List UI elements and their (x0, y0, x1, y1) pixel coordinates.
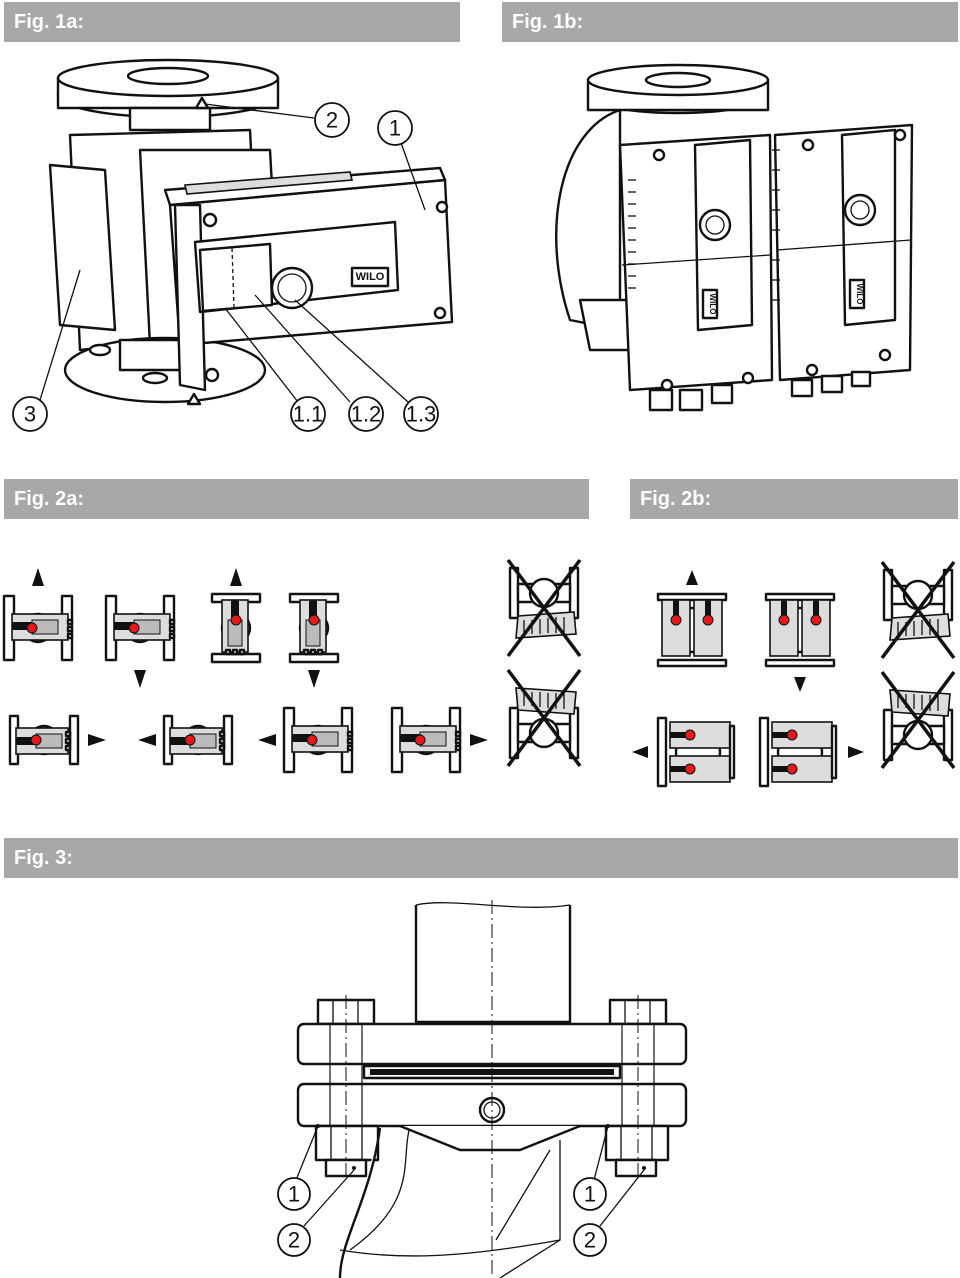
callout-3: 3 (12, 396, 48, 432)
arrow-right-icon (470, 734, 488, 746)
fig3-header: Fig. 3: (4, 838, 958, 878)
callout-label: 1 (288, 1182, 300, 1207)
fig1a-header: Fig. 1a: (4, 2, 460, 42)
fig1b-double-pump-drawing: WILO WILO (555, 63, 914, 412)
callout-label: 1 (389, 116, 401, 141)
arrow-left-icon (138, 734, 156, 746)
fig1b-header: Fig. 1b: (502, 2, 958, 42)
callout-label: 2 (288, 1228, 300, 1253)
arrow-up-icon (230, 568, 242, 586)
callout-label: 1.2 (351, 402, 382, 427)
callout-label: 2 (584, 1228, 596, 1253)
fig1a-pump-drawing: WILO (39, 58, 454, 406)
dposition-4 (758, 716, 838, 788)
dposition-forbidden-2 (880, 670, 956, 770)
fig1b-title: Fig. 1b: (512, 11, 584, 33)
position-a4 (288, 592, 340, 664)
position-a2 (104, 594, 176, 662)
callout-1-2: 1.2 (348, 396, 384, 432)
fig2a-title: Fig. 2a: (14, 488, 85, 510)
callout-label: 1 (584, 1182, 596, 1207)
fig2a-header: Fig. 2a: (4, 479, 589, 519)
dposition-1 (656, 592, 728, 668)
fig2b-title: Fig. 2b: (640, 488, 712, 510)
fig2b-mounting-positions (632, 560, 956, 788)
fig1a-callouts: 2 1 3 1.1 1.2 1.3 (12, 102, 439, 432)
arrow-left-icon (258, 734, 276, 746)
callout-label: 3 (24, 402, 36, 427)
arrow-right-icon (88, 734, 106, 746)
callout-label: 2 (326, 108, 338, 133)
position-forbidden-1 (506, 558, 582, 658)
arrow-left-icon (632, 746, 648, 758)
callout-1-1: 1.1 (290, 396, 326, 432)
dposition-2 (764, 592, 836, 668)
callout-label: 1.1 (293, 402, 324, 427)
arrow-down-icon (308, 670, 320, 688)
fig3-title: Fig. 3: (14, 847, 73, 869)
dposition-forbidden-1 (880, 560, 956, 660)
position-b2 (162, 714, 234, 766)
arrow-down-icon (794, 677, 806, 692)
wilo-logo-fig1a: WILO (356, 271, 385, 283)
callout-2-right: 2 (573, 1223, 607, 1257)
position-b4 (390, 706, 462, 774)
callout-label: 1.3 (406, 402, 437, 427)
arrow-down-icon (134, 670, 146, 688)
dposition-3 (656, 716, 736, 788)
callout-1: 1 (377, 110, 413, 146)
fig1a-title: Fig. 1a: (14, 11, 85, 33)
position-b1 (8, 714, 80, 766)
position-b3 (282, 706, 354, 774)
position-a3 (210, 592, 262, 664)
callout-1-left: 1 (277, 1177, 311, 1211)
arrow-right-icon (848, 746, 864, 758)
callout-1-right: 1 (573, 1177, 607, 1211)
position-forbidden-2 (506, 668, 582, 768)
fig2a-mounting-positions (2, 558, 582, 774)
callout-1-3: 1.3 (403, 396, 439, 432)
wilo-logo-fig1b-right: WILO (855, 284, 864, 305)
callout-2: 2 (314, 102, 350, 138)
fig3-flange-drawing (295, 900, 688, 1278)
arrow-up-icon (686, 570, 698, 585)
arrow-up-icon (32, 568, 44, 586)
callout-2-left: 2 (277, 1223, 311, 1257)
fig2b-header: Fig. 2b: (630, 479, 958, 519)
fig3-callouts: 1 2 1 2 (277, 1177, 607, 1257)
position-a1 (2, 594, 74, 662)
wilo-logo-fig1b-left: WILO (708, 294, 717, 315)
